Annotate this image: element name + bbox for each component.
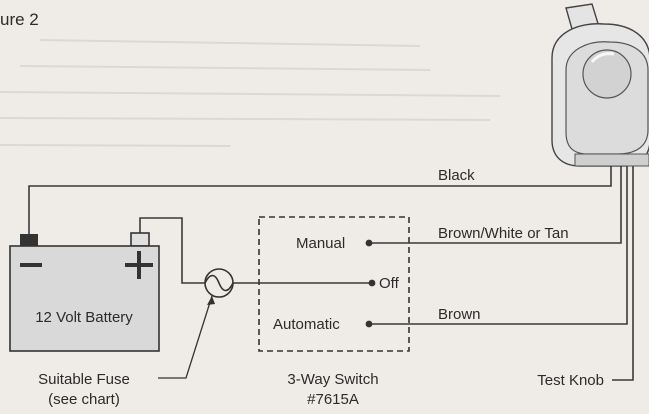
fuse-caption-line1: Suitable Fuse — [38, 371, 130, 388]
fuse-leader-arrow — [207, 296, 215, 305]
battery-positive-symbol — [125, 251, 153, 279]
switch-caption-line2: #7615A — [307, 391, 359, 408]
battery-negative-symbol — [20, 263, 42, 267]
battery-body — [9, 245, 160, 352]
wire-brown — [369, 166, 628, 325]
test-knob-label: Test Knob — [537, 372, 604, 389]
fuse — [158, 268, 234, 379]
fuse-caption-line2: (see chart) — [48, 391, 120, 408]
wire-label-brown: Brown — [438, 306, 481, 323]
battery-positive-terminal — [130, 232, 150, 247]
wire-positive-to-fuse — [139, 217, 205, 284]
switch-label-automatic: Automatic — [273, 316, 340, 333]
battery-label: 12 Volt Battery — [35, 309, 133, 326]
pump — [551, 3, 649, 167]
switch-boundary — [258, 216, 410, 352]
switch-terminal-manual — [365, 239, 373, 247]
fuse-element — [204, 274, 234, 292]
wires — [28, 166, 634, 381]
pump-window-highlight — [590, 52, 615, 63]
wire-label-black: Black — [438, 167, 475, 184]
wire-label-brown-white-tan: Brown/White or Tan — [438, 225, 569, 242]
battery-negative-terminal — [20, 234, 38, 246]
test-knob-leader — [612, 166, 634, 381]
pump-sensor-window — [582, 49, 632, 99]
pump-base — [574, 153, 649, 167]
wire-black — [28, 166, 612, 236]
three-way-switch: Manual Off Automatic — [258, 216, 410, 352]
battery: 12 Volt Battery — [9, 232, 160, 352]
figure-title: ure 2 — [0, 10, 39, 29]
switch-caption-line1: 3-Way Switch — [287, 371, 378, 388]
switch-label-off: Off — [379, 275, 400, 292]
switch-label-manual: Manual — [296, 235, 345, 252]
switch-terminal-off — [368, 279, 376, 287]
fuse-leader — [158, 295, 213, 379]
wire-brown-white-tan — [369, 166, 622, 244]
switch-terminal-automatic — [365, 320, 373, 328]
background-texture — [0, 39, 501, 147]
